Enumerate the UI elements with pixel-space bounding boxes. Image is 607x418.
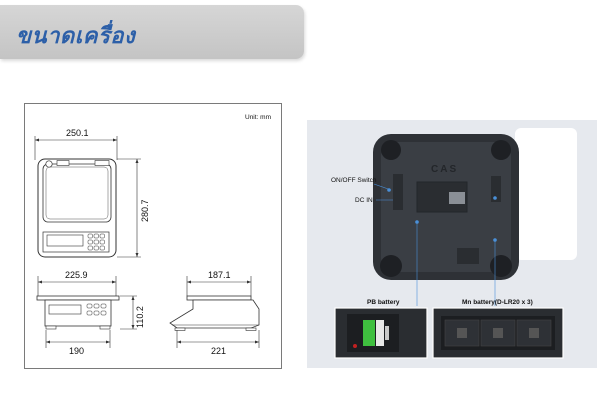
scale-underside: CAS [373, 134, 519, 280]
dcin-label: DC IN [355, 197, 373, 204]
scale-bottom-photo-svg: CAS ON/OFF Switch DC IN PB battery [331, 128, 577, 359]
side-view-body [169, 299, 260, 329]
front-base-label: 190 [69, 346, 84, 356]
top-view-pan [42, 163, 112, 223]
mn-battery-label: Mn battery(D-LR20 x 3) [462, 299, 533, 306]
front-view: 225.9 110.2 190 [36, 270, 145, 356]
front-width-label: 225.9 [65, 270, 88, 280]
scale-bottom-photo: CAS ON/OFF Switch DC IN PB battery [307, 120, 597, 368]
display-window [46, 234, 84, 247]
photo-white-card [515, 128, 577, 260]
side-view: 187.1 221 [169, 270, 260, 356]
front-view-pan [36, 295, 120, 301]
pb-battery-label: PB battery [367, 299, 400, 306]
pb-battery-cell [363, 320, 375, 346]
dimension-drawing-svg: Unit: mm 250.1 [34, 114, 271, 356]
title-banner: ขนาดเครื่อง [0, 5, 304, 59]
switch-label: ON/OFF Switch [331, 177, 377, 184]
side-width-label: 187.1 [208, 270, 231, 280]
top-view: 250.1 280.7 [34, 128, 150, 258]
front-height-label: 110.2 [135, 306, 145, 328]
level-bubble [45, 160, 53, 168]
dimension-drawing: Unit: mm 250.1 [24, 103, 282, 369]
side-view-pan [186, 295, 252, 301]
mn-battery-inset: Mn battery(D-LR20 x 3) [432, 299, 564, 359]
pb-battery-inset: PB battery [334, 299, 428, 359]
unit-label: Unit: mm [245, 114, 271, 121]
top-width-label: 250.1 [66, 128, 89, 138]
foot-top-right [491, 140, 511, 160]
page-title: ขนาดเครื่อง [16, 24, 136, 49]
switch-leader [373, 183, 392, 191]
brand-logo: CAS [431, 164, 458, 175]
foot-bottom-left [380, 255, 402, 277]
foot-bottom-right [490, 255, 512, 277]
foot-top-left [381, 140, 401, 160]
top-depth-label: 280.7 [140, 199, 150, 222]
side-base-label: 221 [211, 346, 226, 356]
